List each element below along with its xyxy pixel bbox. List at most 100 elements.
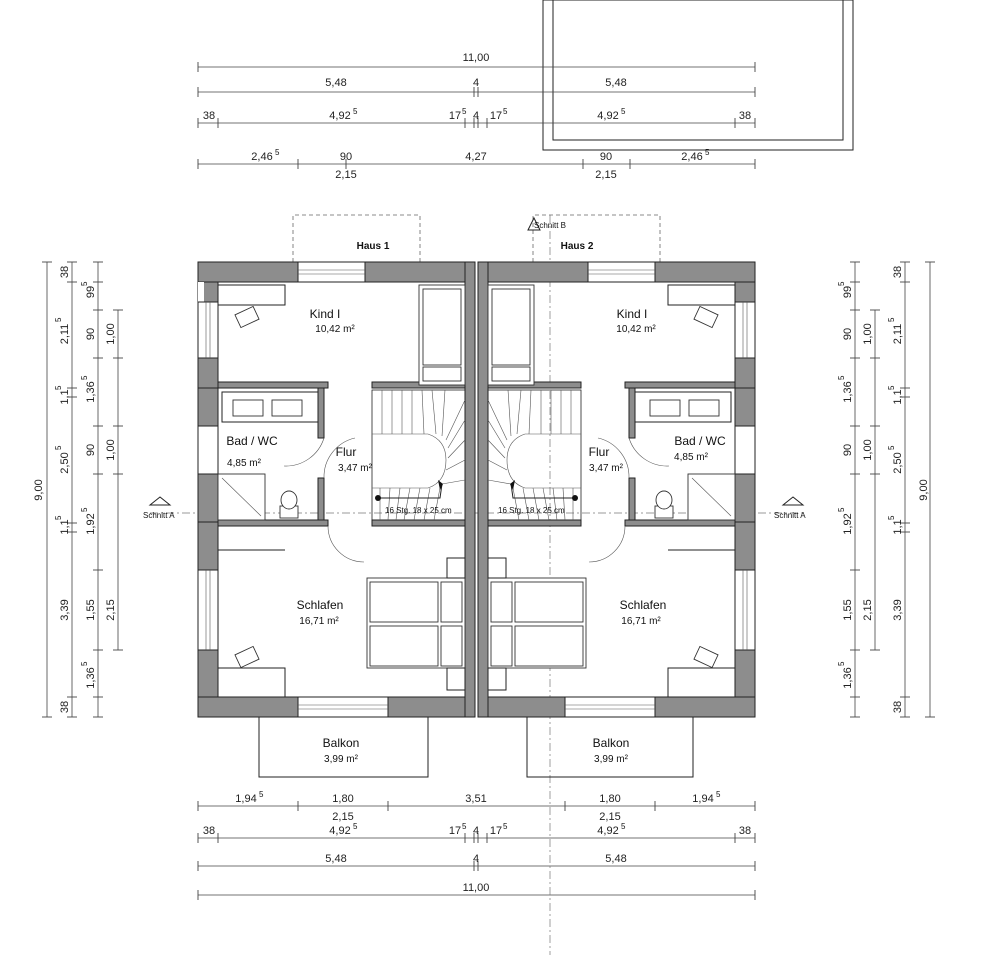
room-balkon-right-name: Balkon: [593, 736, 630, 750]
room-flur-left-name: Flur: [336, 445, 357, 459]
room-schlafen-left-area: 16,71 m²: [299, 616, 339, 627]
svg-text:1,80: 1,80: [332, 793, 353, 805]
room-flur-right-name: Flur: [589, 445, 610, 459]
room-flur-left-area: 3,47 m²: [338, 463, 373, 474]
svg-text:2,46: 2,46: [251, 151, 272, 163]
section-b-label: Schnitt B: [534, 221, 566, 230]
svg-text:90: 90: [85, 328, 97, 340]
svg-text:1,1: 1,1: [59, 389, 71, 404]
svg-text:4: 4: [473, 110, 479, 122]
svg-text:9,00: 9,00: [918, 479, 930, 500]
room-kind-left-area: 10,42 m²: [315, 324, 355, 335]
svg-text:5: 5: [353, 822, 358, 831]
svg-text:1,94: 1,94: [235, 793, 256, 805]
svg-text:1,00: 1,00: [105, 323, 117, 344]
svg-text:5: 5: [462, 107, 467, 116]
room-kind-right-area: 10,42 m²: [616, 324, 656, 335]
svg-text:4: 4: [473, 825, 479, 837]
svg-text:5: 5: [80, 281, 89, 286]
svg-text:5: 5: [705, 148, 710, 157]
svg-text:5: 5: [80, 507, 89, 512]
svg-text:1,55: 1,55: [842, 599, 854, 620]
svg-text:99: 99: [85, 286, 97, 298]
dim-top-party: 4: [473, 77, 479, 89]
svg-text:5: 5: [837, 375, 846, 380]
svg-text:5: 5: [353, 107, 358, 116]
svg-text:5: 5: [462, 822, 467, 831]
svg-text:1,94: 1,94: [692, 793, 713, 805]
svg-text:1,55: 1,55: [85, 599, 97, 620]
stairs-right-label: 16 Stg. 18 x 25 cm: [498, 506, 565, 515]
room-schlafen-left-name: Schlafen: [297, 598, 344, 612]
room-balkon-left-name: Balkon: [323, 736, 360, 750]
dimensions-right: 9,00 2,11 5 1,1 5 2,50 5 1,1 5 3,39 38 9…: [837, 261, 935, 718]
furniture-house-2: [487, 284, 736, 697]
svg-text:1,1: 1,1: [892, 389, 904, 404]
svg-text:2,15: 2,15: [332, 811, 353, 823]
svg-text:17: 17: [490, 110, 502, 122]
svg-text:2,15: 2,15: [595, 169, 616, 181]
room-schlafen-right-name: Schlafen: [620, 598, 667, 612]
stairs-house-2: [487, 389, 582, 521]
svg-text:5,48: 5,48: [605, 853, 626, 865]
svg-text:5: 5: [54, 445, 63, 450]
svg-text:2,15: 2,15: [599, 811, 620, 823]
section-a-right-label: Schnitt A: [774, 511, 806, 520]
svg-text:2,50: 2,50: [892, 452, 904, 473]
svg-text:5: 5: [887, 445, 896, 450]
room-flur-right-area: 3,47 m²: [589, 463, 624, 474]
svg-text:5: 5: [80, 375, 89, 380]
svg-text:5: 5: [54, 317, 63, 322]
room-bad-left-area: 4,85 m²: [227, 458, 262, 469]
svg-text:5: 5: [837, 281, 846, 286]
room-balkon-left-area: 3,99 m²: [324, 754, 359, 765]
svg-text:1,00: 1,00: [105, 439, 117, 460]
walls-house-1: [197, 261, 476, 718]
section-a-left-label: Schnitt A: [143, 511, 175, 520]
svg-text:5: 5: [503, 822, 508, 831]
svg-text:1,36: 1,36: [842, 667, 854, 688]
svg-text:5: 5: [887, 385, 896, 390]
svg-text:90: 90: [600, 151, 612, 163]
svg-text:1,36: 1,36: [85, 667, 97, 688]
svg-text:5: 5: [259, 790, 264, 799]
room-kind-right-name: Kind I: [617, 307, 648, 321]
svg-text:38: 38: [892, 266, 904, 278]
svg-text:90: 90: [842, 328, 854, 340]
svg-text:5: 5: [887, 317, 896, 322]
svg-text:2,11: 2,11: [59, 324, 71, 345]
svg-text:5: 5: [837, 661, 846, 666]
svg-text:38: 38: [739, 825, 751, 837]
dimensions-left: 9,00 2,11 5 1,1 5 2,50 5 1,1 5 3,39 38 9…: [33, 261, 123, 718]
svg-text:38: 38: [203, 825, 215, 837]
room-bad-right-name: Bad / WC: [674, 434, 726, 448]
svg-text:1,92: 1,92: [842, 513, 854, 534]
windows: [197, 261, 756, 718]
dim-top-right-half: 5,48: [605, 77, 626, 89]
dimensions-bottom: 1,94 5 1,80 3,51 1,80 1,94 5 2,15 2,15 3…: [197, 790, 756, 900]
svg-text:1,00: 1,00: [862, 323, 874, 344]
svg-text:38: 38: [892, 701, 904, 713]
svg-text:38: 38: [59, 701, 71, 713]
svg-text:4,27: 4,27: [465, 151, 486, 163]
svg-text:3,39: 3,39: [892, 599, 904, 620]
svg-text:5: 5: [275, 148, 280, 157]
svg-text:3,39: 3,39: [59, 599, 71, 620]
svg-text:1,36: 1,36: [842, 381, 854, 402]
room-bad-right-area: 4,85 m²: [674, 452, 709, 463]
svg-text:5: 5: [54, 385, 63, 390]
svg-text:5,48: 5,48: [325, 853, 346, 865]
svg-text:5: 5: [887, 515, 896, 520]
dim-top-total: 11,00: [463, 52, 490, 64]
svg-text:38: 38: [203, 110, 215, 122]
svg-text:2,15: 2,15: [335, 169, 356, 181]
room-schlafen-right-area: 16,71 m²: [621, 616, 661, 627]
house-2-label: Haus 2: [561, 241, 594, 252]
svg-text:2,15: 2,15: [105, 599, 117, 620]
svg-text:5: 5: [621, 107, 626, 116]
dimensions-top: 11,00 5,48 4 5,48 38 4,92 5 17 5 4 17 5 …: [197, 52, 756, 181]
room-bad-left-name: Bad / WC: [226, 434, 278, 448]
svg-text:90: 90: [340, 151, 352, 163]
svg-text:1,80: 1,80: [599, 793, 620, 805]
